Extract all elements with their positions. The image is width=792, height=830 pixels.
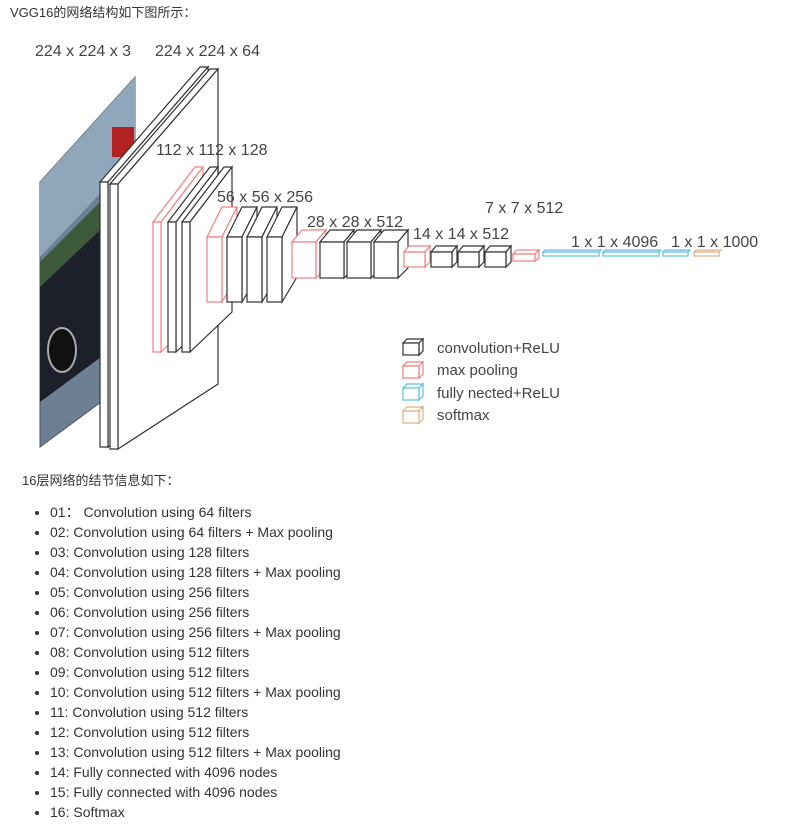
list-item: 07: Convolution using 256 filters + Max … bbox=[50, 622, 341, 642]
legend-fc-label: fully nected+ReLU bbox=[437, 385, 560, 402]
list-item: 05: Convolution using 256 filters bbox=[50, 582, 341, 602]
label-block-2: 112 x 112 x 128 bbox=[156, 142, 268, 159]
pool-7x7 bbox=[511, 248, 541, 263]
label-block-3: 56 x 56 x 256 bbox=[217, 189, 313, 206]
fc-layers bbox=[541, 249, 692, 257]
block-5 bbox=[402, 244, 513, 269]
list-item: 12: Convolution using 512 filters bbox=[50, 722, 341, 742]
list-item: 14: Fully connected with 4096 nodes bbox=[50, 762, 341, 782]
layer-list: 01： Convolution using 64 filters 02: Con… bbox=[30, 502, 341, 822]
label-input: 224 x 224 x 3 bbox=[35, 43, 131, 60]
list-item: 11: Convolution using 512 filters bbox=[50, 702, 341, 722]
list-item: 01： Convolution using 64 filters bbox=[50, 502, 341, 522]
intro-text: VGG16的网络结构如下图所示： bbox=[10, 5, 197, 20]
label-softmax: 1 x 1 x 1000 bbox=[671, 234, 758, 251]
list-item: 06: Convolution using 256 filters bbox=[50, 602, 341, 622]
label-pool-7x7: 7 x 7 x 512 bbox=[485, 200, 563, 217]
list-item: 10: Convolution using 512 filters + Max … bbox=[50, 682, 341, 702]
block-4 bbox=[290, 228, 410, 280]
legend-softmax-label: softmax bbox=[437, 407, 490, 424]
block-3 bbox=[206, 206, 298, 305]
block-2 bbox=[151, 165, 234, 354]
list-item: 09: Convolution using 512 filters bbox=[50, 662, 341, 682]
list-item: 16: Softmax bbox=[50, 802, 341, 822]
section-title: 16层网络的结节信息如下： bbox=[22, 473, 180, 488]
label-block-5: 14 x 14 x 512 bbox=[413, 226, 509, 243]
list-item: 03: Convolution using 128 filters bbox=[50, 542, 341, 562]
legend bbox=[401, 337, 425, 425]
vgg16-diagram: 224 x 224 x 3 224 x 224 x 64 112 x 112 x… bbox=[20, 32, 780, 452]
list-item: 08: Convolution using 512 filters bbox=[50, 642, 341, 662]
label-block-1: 224 x 224 x 64 bbox=[155, 43, 260, 60]
legend-pool-label: max pooling bbox=[437, 362, 518, 379]
list-item: 02: Convolution using 64 filters + Max p… bbox=[50, 522, 341, 542]
label-fc: 1 x 1 x 4096 bbox=[571, 234, 658, 251]
label-block-4: 28 x 28 x 512 bbox=[307, 214, 403, 231]
list-item: 04: Convolution using 128 filters + Max … bbox=[50, 562, 341, 582]
softmax-layer bbox=[692, 249, 723, 257]
list-item: 13: Convolution using 512 filters + Max … bbox=[50, 742, 341, 762]
list-item: 15: Fully connected with 4096 nodes bbox=[50, 782, 341, 802]
legend-conv-label: convolution+ReLU bbox=[437, 340, 560, 357]
